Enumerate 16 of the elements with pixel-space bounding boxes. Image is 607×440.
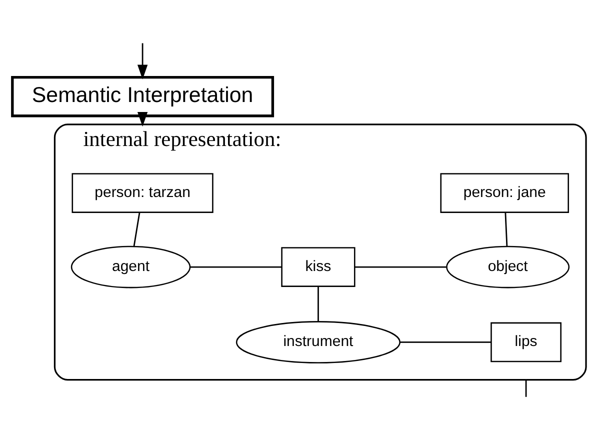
connector — [133, 212, 140, 246]
connector — [318, 286, 319, 322]
node-box: kiss — [281, 247, 356, 287]
node-box: lips — [490, 322, 562, 362]
node-box: person: tarzan — [72, 173, 214, 213]
connector — [504, 212, 508, 246]
arrow — [137, 112, 148, 127]
node-box: person: jane — [440, 173, 569, 213]
node-ellipse: instrument — [236, 321, 401, 364]
connector — [354, 266, 446, 268]
node-ellipse: object — [446, 246, 570, 288]
connector — [525, 380, 527, 397]
connector — [400, 342, 492, 343]
arrow — [137, 43, 148, 80]
connector — [190, 266, 282, 268]
node-ellipse: agent — [70, 246, 191, 288]
